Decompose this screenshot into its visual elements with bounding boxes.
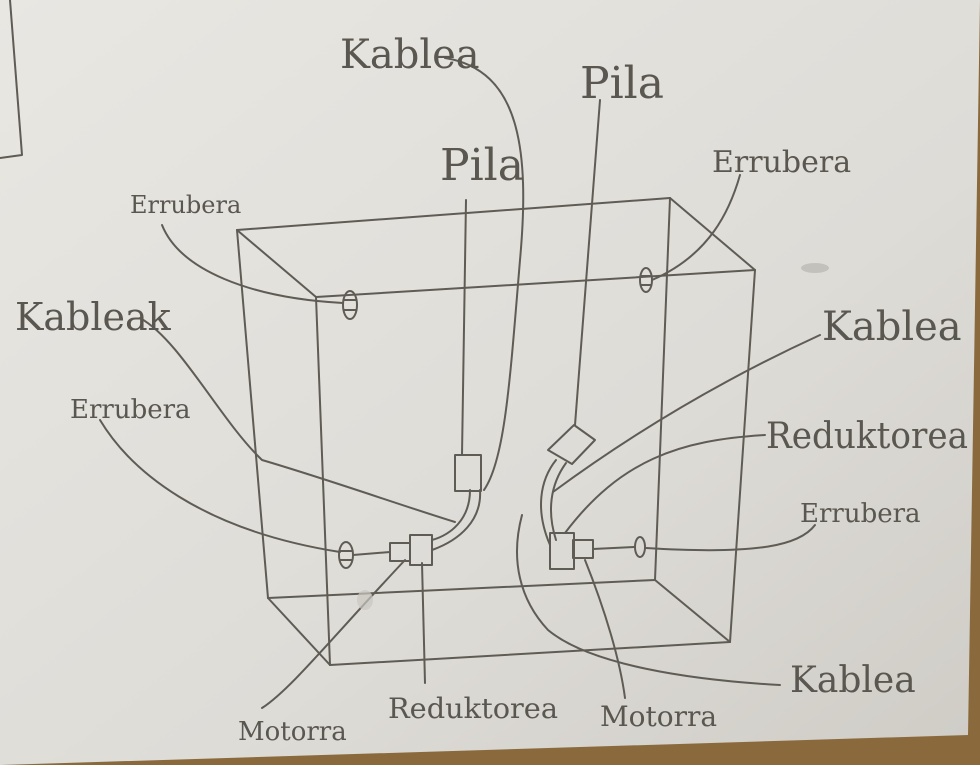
leader-reduktorea-right [564, 434, 766, 534]
battery-right-lead [574, 99, 601, 426]
axle-left [352, 551, 391, 556]
battery-left-lead [461, 199, 467, 456]
smudge-mark [801, 263, 829, 273]
label-errubera-top-left: Errubera [130, 191, 241, 219]
leader-errubera-left [99, 419, 341, 553]
leader-errubera-top-left [161, 224, 344, 304]
leader-reduktorea-bottom [421, 562, 426, 684]
leader-motorra-bottom-left [261, 559, 406, 709]
label-reduktorea-right: Reduktorea [766, 416, 968, 457]
label-motorra-bottom-right: Motorra [600, 700, 717, 733]
leader-kablea-bottom-right [516, 514, 781, 686]
leader-motorra-bottom-right [584, 559, 626, 699]
cable-left-tube-inner [431, 489, 471, 541]
battery-right [547, 424, 596, 465]
leader-kablea-top [444, 57, 525, 491]
cable-right-tube-inner [550, 462, 567, 541]
corner-box-mark [0, 0, 23, 159]
gearbox-right [549, 532, 575, 570]
cable-left-tube [431, 489, 482, 551]
label-pila-top-center: Pila [440, 140, 524, 191]
leader-errubera-top-right [651, 174, 741, 281]
label-pila-top-right: Pila [580, 58, 664, 109]
smudge-mark-small [357, 590, 373, 610]
label-kableak-left: Kableak [15, 295, 172, 339]
label-errubera-top-right: Errubera [712, 145, 851, 180]
label-kablea-bottom-right: Kablea [790, 660, 916, 701]
wheel-top-left [342, 290, 358, 320]
label-errubera-right: Errubera [800, 499, 921, 529]
label-errubera-left: Errubera [70, 395, 191, 425]
label-kablea-top: Kablea [340, 32, 480, 78]
leader-errubera-right [645, 524, 816, 552]
label-kablea-right: Kablea [822, 304, 962, 350]
label-motorra-bottom-left: Motorra [238, 717, 347, 747]
axle-right [592, 546, 635, 550]
leader-kableak-left [139, 317, 456, 523]
battery-left [454, 454, 482, 492]
label-reduktorea-bottom: Reduktorea [388, 692, 558, 725]
cable-right-tube [540, 459, 557, 546]
leader-kablea-right [552, 334, 821, 493]
